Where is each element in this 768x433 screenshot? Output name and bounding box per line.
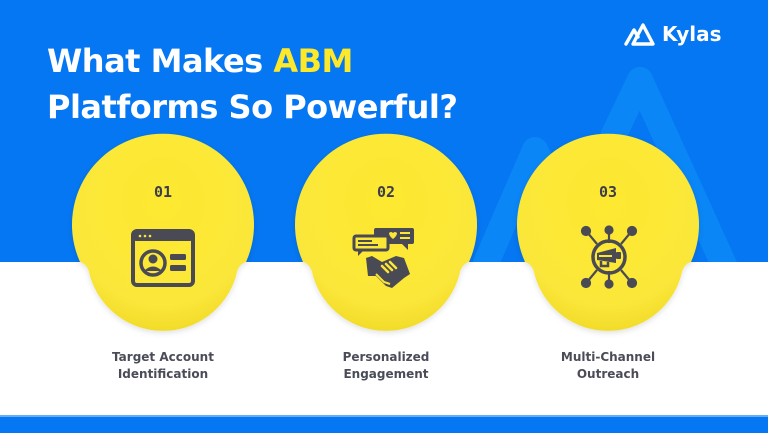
mountain-peaks-icon (624, 23, 655, 46)
feature-label-1: Target Account Identification (112, 350, 214, 381)
feature-number-2: 02 (376, 183, 396, 201)
profile-card-window-icon (131, 229, 195, 287)
feature-number-3: 03 (598, 183, 618, 201)
feature-label-2: Personalized Engagement (342, 350, 430, 381)
handshake-chat-icon (352, 228, 414, 288)
title-line2: Platforms So Powerful? (47, 88, 458, 126)
feature-label-3: Multi-Channel Outreach (560, 350, 656, 381)
megaphone-network-icon (580, 225, 638, 289)
feature-number-1: 01 (153, 183, 173, 201)
title-highlight: ABM (273, 42, 353, 80)
page-title: What Makes ABM Platforms So Powerful? (47, 38, 458, 130)
brand-logo: Kylas (624, 22, 722, 46)
title-line1-prefix: What Makes (47, 42, 274, 80)
bottom-blue-band (0, 416, 768, 433)
brand-name: Kylas (662, 22, 722, 46)
